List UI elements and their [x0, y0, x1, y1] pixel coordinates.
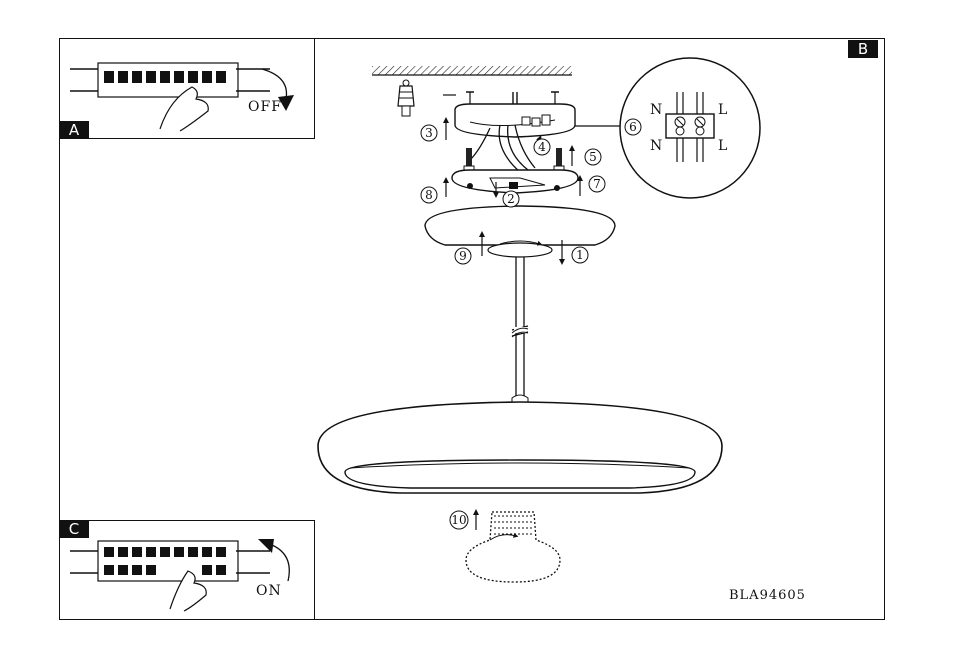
on-label: ON — [256, 583, 282, 599]
step-number-2: 2 — [507, 192, 515, 206]
panel-a-tag: A — [59, 121, 89, 139]
suspension-cable — [511, 257, 529, 405]
canopy-base — [451, 169, 579, 194]
product-code: BLA94605 — [729, 588, 806, 603]
step-number-10: 10 — [451, 513, 466, 527]
panel-b-tag: B — [848, 40, 878, 58]
step-number-8: 8 — [425, 188, 433, 202]
panel-c-tag: C — [59, 520, 89, 538]
ceiling — [372, 66, 572, 76]
live-label-top: L — [718, 102, 727, 118]
diagram-frame — [59, 38, 885, 620]
live-label-bottom: L — [718, 138, 727, 154]
off-label: OFF — [248, 99, 282, 115]
lamp-shade — [317, 401, 723, 494]
step-number-9: 9 — [459, 249, 467, 263]
step-arrows — [443, 117, 583, 530]
wall-plug-icon — [397, 79, 415, 117]
canopy-cover — [424, 205, 616, 258]
step-number-7: 7 — [593, 177, 601, 191]
neutral-label-bottom: N — [650, 138, 662, 154]
terminal-labels: N L N L — [650, 102, 727, 154]
step-number-1: 1 — [576, 248, 584, 262]
step-number-6: 6 — [629, 120, 637, 134]
step-numbers — [420, 118, 642, 530]
light-bulb-icon — [465, 511, 561, 583]
panel-c-power-on — [59, 520, 315, 620]
cable-wires — [469, 124, 536, 173]
neutral-label-top: N — [650, 102, 662, 118]
step-number-5: 5 — [589, 150, 597, 164]
step-number-3: 3 — [425, 126, 433, 140]
step-number-4: 4 — [538, 140, 546, 154]
panel-a-power-off — [59, 38, 315, 139]
fuse-box-off-icon — [70, 62, 294, 132]
mounting-plate — [454, 92, 576, 138]
terminal-block-detail — [575, 57, 761, 199]
fuse-box-on-icon — [70, 539, 290, 612]
